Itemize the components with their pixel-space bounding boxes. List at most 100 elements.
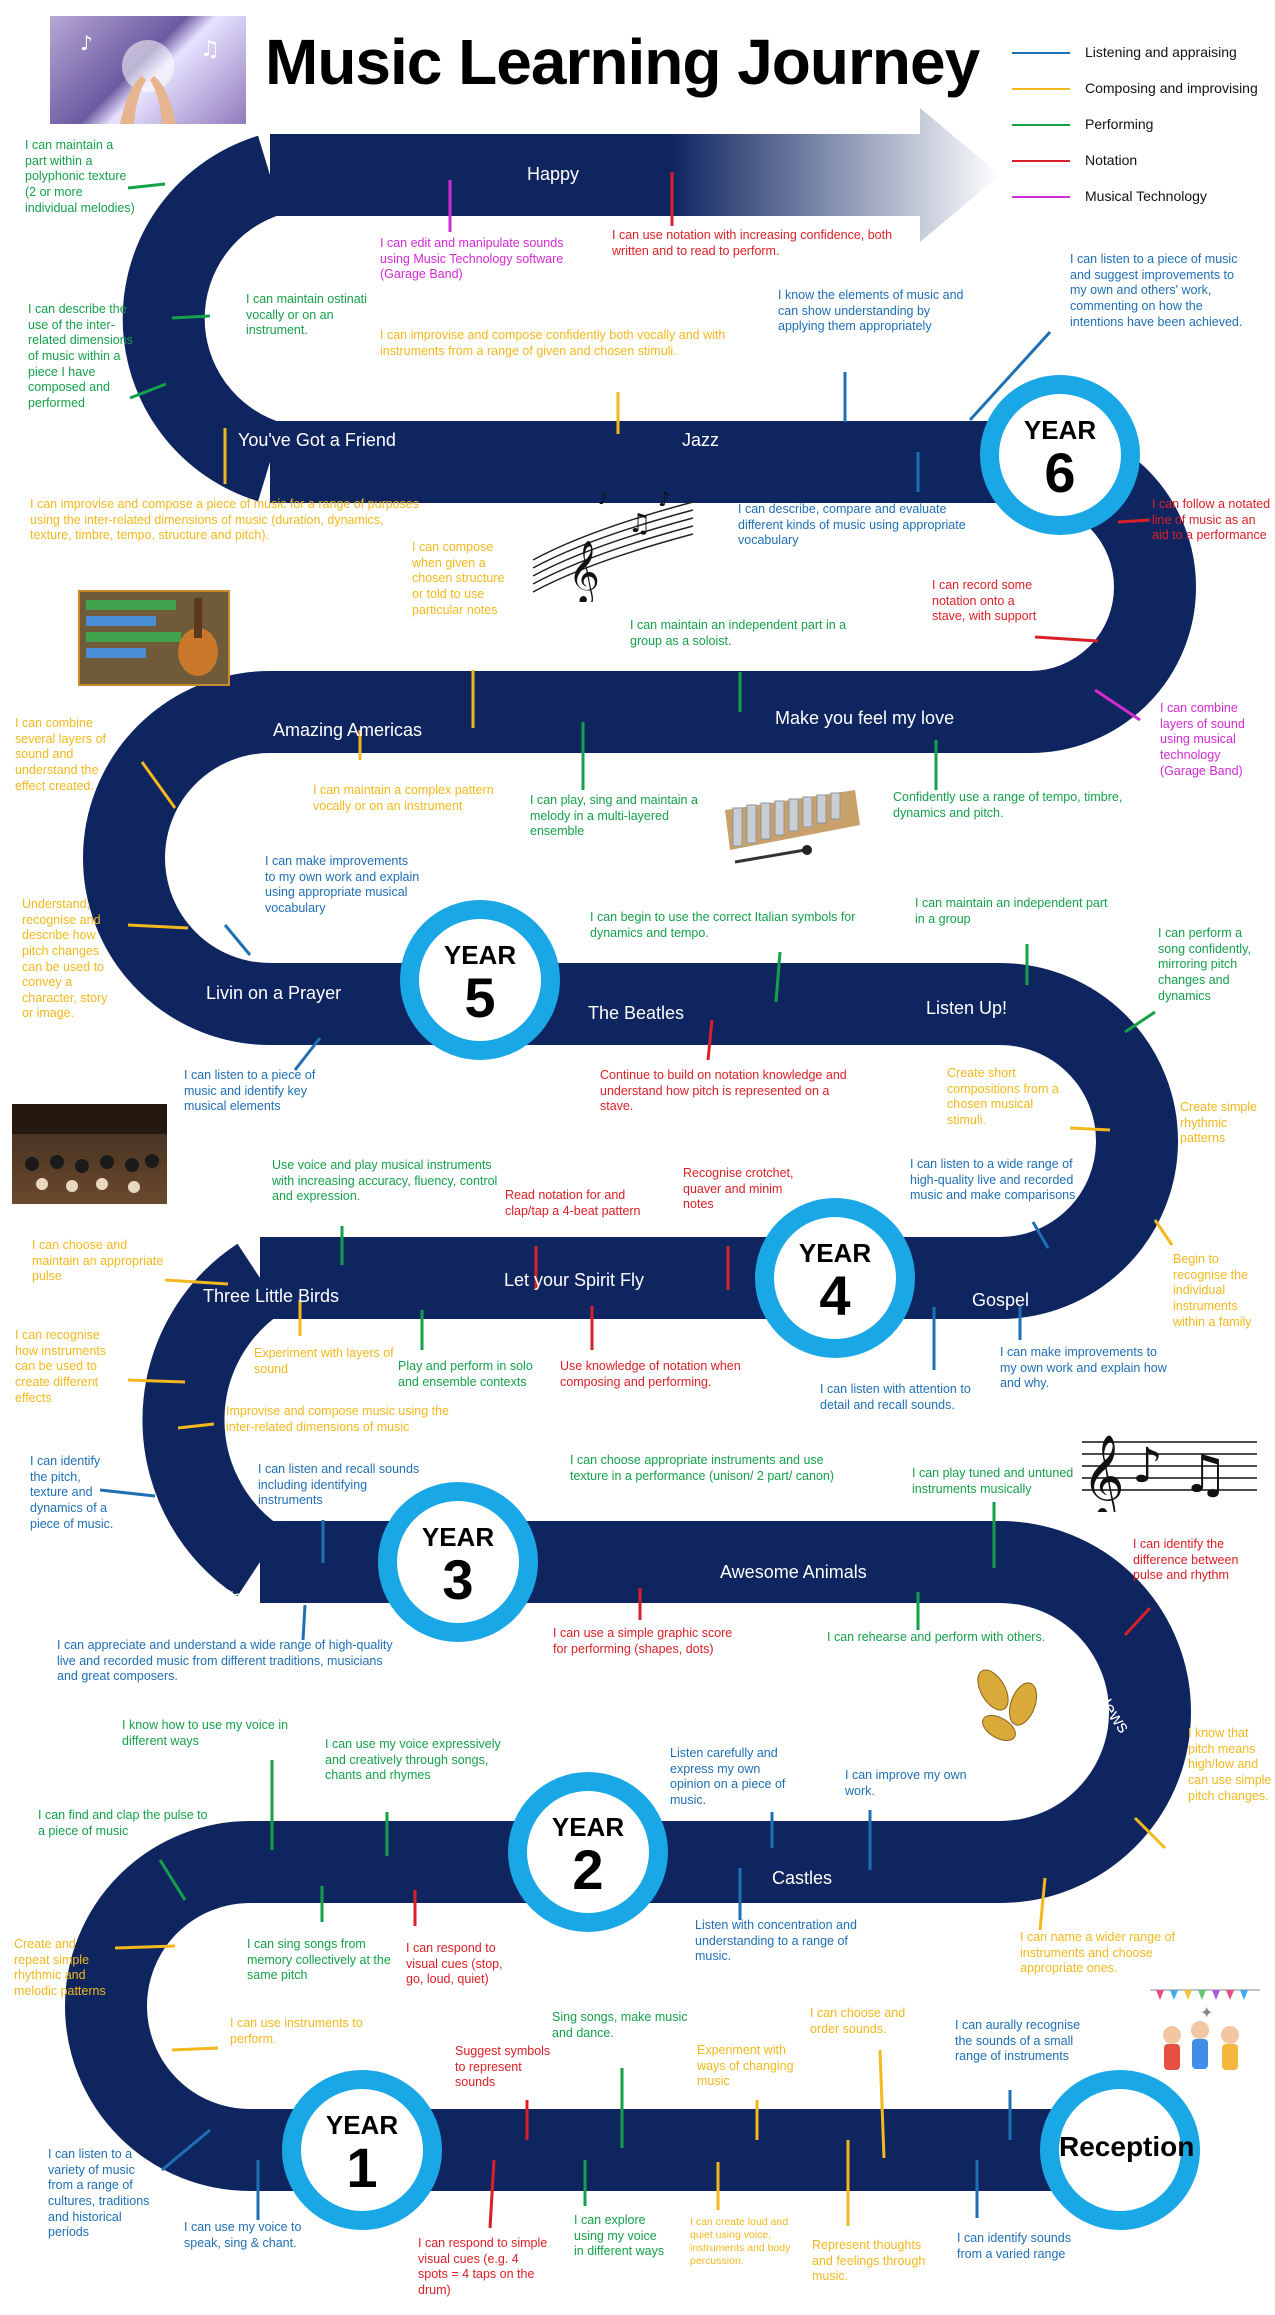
stop-amazing-americas: Amazing Americas [273,720,423,740]
marker-tick-listening [161,2128,211,2172]
svg-text:𝄞: 𝄞 [568,540,600,602]
marker-tick-composing [1133,1816,1167,1850]
note-y1-identify-sounds: I can identify sounds from a varied rang… [957,2231,1071,2261]
note-y2-express-opinion: Listen carefully and express my own opin… [670,1746,786,1807]
svg-text:♫: ♫ [628,509,651,539]
legend-item-composing: Composing and improvising [1012,80,1274,116]
note-y4-maintain-pulse: I can choose and maintain an appropriate… [32,1238,164,1284]
note-y2-voice-expressively: I can use my voice expressively and crea… [325,1737,501,1783]
marker-tick-technology [1094,688,1141,722]
note-y5-independent-soloist: I can maintain an independent part in a … [630,618,847,648]
svg-text:♪: ♪ [598,489,608,508]
xylophone-picture [715,770,865,870]
marker-tick-notation [706,1019,714,1061]
orchestra-picture [12,1104,167,1204]
marker-tick-performing [1124,1010,1156,1034]
svg-text:♫: ♫ [1182,1445,1229,1505]
svg-text:♪: ♪ [1132,1438,1163,1494]
note-y1-cultures: I can listen to a variety of music from … [48,2147,150,2240]
treble-clef-notes-picture: 𝄞 ♪ ♫ [1082,1412,1257,1512]
note-y6-elements-of-music: I know the elements of music and can sho… [778,288,964,334]
marker-tick-composing [171,2046,219,2052]
road-arrow-head [270,108,1000,242]
marker-tick-listening [99,1488,156,1498]
note-y6-suggest-improvements: I can listen to a piece of music and sug… [1070,252,1243,329]
legend-swatch-composing [1012,88,1070,90]
note-y3-recall-sounds: I can listen and recall sounds including… [258,1462,420,1508]
music-notes-picture: 𝄞 ♫ ♪ ♪ [528,482,698,602]
note-y6-follow-notated-line: I can follow a notated line of music as … [1152,497,1271,543]
marker-tick-composing [1069,1126,1111,1132]
marker-ticks [99,172,1174,2229]
note-y1-thoughts-feelings: Represent thoughts and feelings through … [812,2238,926,2284]
note-y4-solo-ensemble: Play and perform in solo and ensemble co… [398,1359,533,1389]
stop-youve-got-a-friend: You've Got a Friend [238,430,396,450]
note-y1-speak-sing-chant: I can use my voice to speak, sing & chan… [184,2220,302,2250]
reception-badge: Reception [1040,2070,1200,2230]
note-y2-wider-instruments: I can name a wider range of instruments … [1020,1930,1175,1976]
note-y6-ostinati: I can maintain ostinati vocally or on an… [246,292,367,338]
stop-awesome-animals: Awesome Animals [720,1562,867,1582]
legend-item-performing: Performing [1012,116,1274,152]
note-y4-instrument-families: Begin to recognise the individual instru… [1173,1252,1252,1329]
stop-listen-up: Listen Up! [926,998,1008,1018]
note-y1-loud-quiet: I can create loud and quiet using voice,… [690,2216,791,2268]
note-y3-tuned-untuned: I can play tuned and untuned instruments… [912,1466,1074,1496]
note-y4-pitch-on-stave: Continue to build on notation knowledge … [600,1068,847,1114]
marker-tick-composing [140,761,177,809]
marker-tick-notation [1034,635,1099,643]
note-y5-independent-part: I can maintain an independent part in a … [915,896,1108,926]
svg-text:✦: ✦ [1200,2003,1213,2022]
marker-tick-listening [223,924,252,956]
note-y2-clap-pulse: I can find and clap the pulse to a piece… [38,1808,208,1838]
note-y4-voice-instruments: Use voice and play musical instruments w… [272,1158,498,1204]
note-y4-explain-how-why: I can make improvements to my own work a… [1000,1345,1167,1391]
marker-tick-composing [878,2049,886,2159]
legend-item-technology: Musical Technology [1012,188,1274,224]
marker-tick-notation [1123,1606,1152,1637]
stop-make-you-feel-my-love: Make you feel my love [775,708,955,728]
note-y6-improvise-confidently: I can improvise and compose confidently … [380,328,726,358]
marker-tick-listening [1031,1221,1050,1249]
legend-swatch-notation [1012,160,1070,162]
note-y5-compose-structure: I can compose when given a chosen struct… [412,540,505,617]
marker-tick-notation [1117,518,1151,524]
note-y2-visual-cues: I can respond to visual cues (stop, go, … [406,1941,503,1987]
note-y4-layers-of-sound: Experiment with layers of sound [254,1346,394,1376]
legend-item-notation: Notation [1012,152,1274,188]
legend-swatch-performing [1012,124,1070,126]
note-y5-pitch-changes: Understand, recognise and describe how p… [22,897,108,1021]
marker-tick-performing [127,182,166,190]
note-y6-notation-confidence: I can use notation with increasing confi… [612,228,893,258]
note-y3-pulse-rhythm: I can identify the difference between pu… [1133,1537,1239,1583]
marker-tick-performing [129,382,167,400]
stop-gospel: Gospel [972,1290,1030,1310]
children-dancing-picture: ✦ [1150,1980,1260,2090]
legend-swatch-listening [1012,52,1070,54]
page-title: Music Learning Journey [265,26,980,98]
road-path [65,135,1196,2191]
note-y5-multi-layered-ensemble: I can play, sing and maintain a melody i… [530,793,698,839]
note-y4-rhythmic-patterns: Create simple rhythmic patterns [1180,1100,1258,1146]
svg-text:♪: ♪ [80,31,93,55]
note-y3-identify-pitch: I can identify the pitch, texture and dy… [30,1454,114,1531]
svg-text:♫: ♫ [200,37,220,62]
stop-jazz: Jazz [682,430,720,450]
marker-tick-performing [171,314,211,320]
hands-music-picture: ♪ ♫ [50,16,246,124]
note-y6-improvise-purposes: I can improvise and compose a piece of m… [30,497,420,543]
note-y4-instrument-effects: I can recognise how instruments can be u… [15,1328,107,1405]
note-y3-texture-performance: I can choose appropriate instruments and… [570,1453,835,1483]
note-y4-identify-elements: I can listen to a piece of music and ide… [184,1068,316,1114]
note-y5-combine-layers: I can combine several layers of sound an… [15,716,107,793]
marker-tick-composing [114,1944,176,1950]
stop-happy: Happy [527,164,580,184]
legend-item-listening: Listening and appraising [1012,44,1274,80]
note-y2-voice-ways: I know how to use my voice in different … [122,1718,289,1748]
